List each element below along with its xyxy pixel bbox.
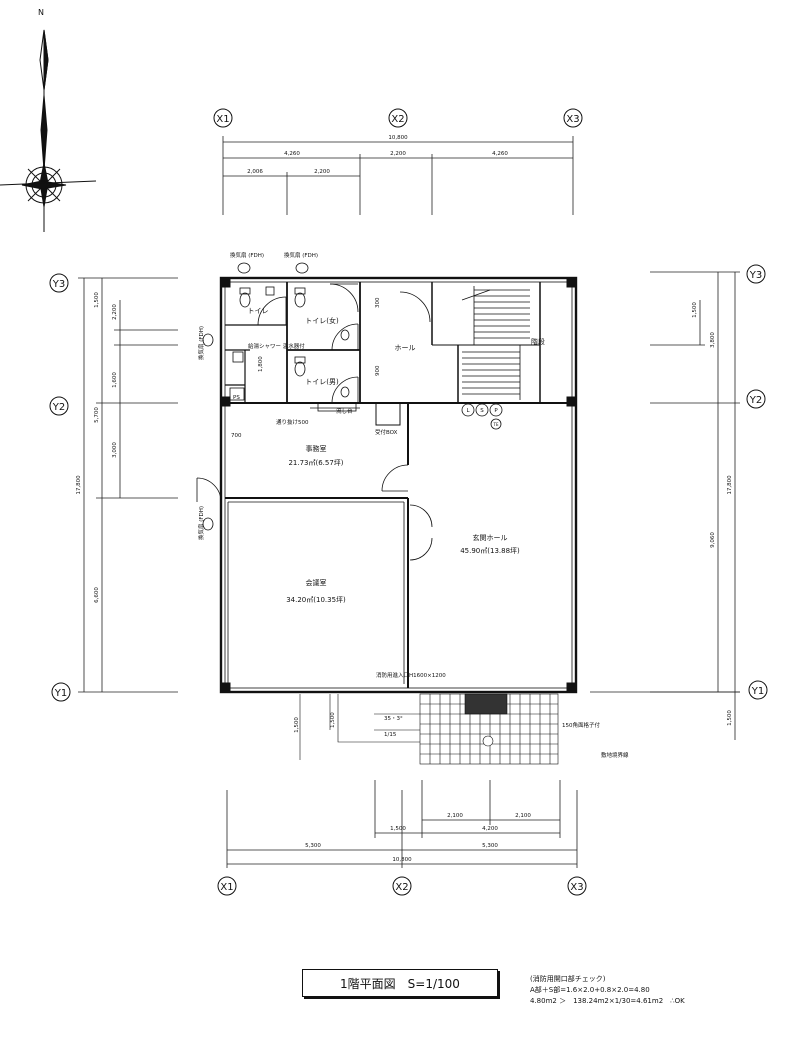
note-slope: 35・3° — [384, 716, 403, 722]
stairs-treads — [461, 286, 530, 400]
room-office: 事務室 — [306, 444, 327, 453]
dim-left-a: 1,500 — [94, 292, 100, 308]
note-1800: 1,800 — [258, 356, 264, 372]
check-line-3: 4.80m2 ＞ 138.24m2×1/30=4.61m2 ∴OK — [530, 997, 685, 1005]
dim-right-b: 3,800 — [710, 332, 716, 348]
note-sink: 流し台 — [336, 407, 353, 415]
building-walls — [219, 276, 578, 694]
room-entrance-hall: 玄関ホール — [473, 533, 508, 542]
note-slope-ratio: 1/15 — [384, 732, 397, 738]
check-line-1: (消防用開口部チェック) — [530, 975, 606, 983]
dim-right-e: 1,500 — [727, 710, 733, 726]
note-vent-3: 換気扇 (FDH) — [197, 326, 205, 360]
note-vent-2: 換気扇 (FDH) — [284, 251, 318, 259]
dim-left-total: 17,800 — [76, 475, 82, 495]
lsp-p: P — [494, 408, 498, 414]
dim-bottom-f: 5,300 — [482, 843, 498, 849]
grid-y2-left: Y2 — [52, 402, 65, 413]
dim-left-b: 2,200 — [112, 304, 118, 320]
grid-x1-top: X1 — [216, 114, 229, 125]
room-hall: ホール — [395, 344, 416, 352]
grid-y2-right: Y2 — [749, 395, 762, 406]
note-grating: 150角面格子付 — [562, 721, 600, 729]
dim-top-b: 2,200 — [390, 151, 406, 157]
dim-bottom-e: 5,300 — [305, 843, 321, 849]
grid-x1-bottom: X1 — [220, 882, 233, 893]
note-ps: PS — [233, 395, 240, 401]
fire-opening-check: (消防用開口部チェック) A部＋S部=1.6×2.0+0.8×2.0=4.80 … — [530, 974, 685, 1007]
dim-bottom-total: 10,800 — [392, 857, 412, 863]
dim-left-c: 1,600 — [112, 372, 118, 388]
dim-right-a: 1,500 — [692, 302, 698, 318]
note-300: 300 — [375, 297, 381, 308]
note-vent-1: 換気扇 (FDH) — [230, 251, 264, 259]
room-meeting-area: 34.20㎡(10.35坪) — [286, 596, 346, 604]
dim-bottom-b: 2,100 — [515, 813, 531, 819]
note-vent-4: 換気扇 (FDH) — [197, 506, 205, 540]
dim-top-c: 4,260 — [492, 151, 508, 157]
grid-x3-bottom: X3 — [570, 882, 583, 893]
grid-x3-top: X3 — [566, 114, 579, 125]
grid-y3-right: Y3 — [749, 270, 762, 281]
dim-left-g: 1,500 — [294, 717, 300, 733]
entrance-approach — [299, 693, 559, 765]
dimension-lines — [78, 136, 740, 868]
note-pass: 通り抜け500 — [276, 418, 309, 426]
dim-bottom-d: 4,200 — [482, 826, 498, 832]
check-line-2: A部＋S部=1.6×2.0+0.8×2.0=4.80 — [530, 986, 650, 994]
room-entrance-area: 45.90㎡(13.88坪) — [460, 547, 520, 555]
room-meeting: 会議室 — [306, 578, 327, 587]
dim-right-d: 9,060 — [710, 532, 716, 548]
room-toilet-men: トイレ(男) — [305, 378, 339, 386]
dim-top-e: 2,200 — [314, 169, 330, 175]
plan-title: 1階平面図 S=1/100 — [302, 969, 498, 997]
note-900: 900 — [375, 365, 381, 376]
lsp-symbols — [461, 403, 503, 430]
dim-left-e: 3,000 — [112, 442, 118, 458]
note-700: 700 — [231, 433, 242, 439]
note-counter: 受付BOX — [375, 428, 398, 436]
lsp-l: L — [466, 408, 470, 414]
dim-top-total: 10,800 — [388, 135, 408, 141]
note-site-boundary: 敷地境界線 — [601, 751, 629, 759]
lsp-s: S — [480, 408, 484, 414]
dim-top-a: 4,260 — [284, 151, 300, 157]
lsp-t: TE — [493, 422, 499, 427]
dim-left-f: 6,600 — [94, 587, 100, 603]
dim-top-d: 2,006 — [247, 169, 263, 175]
fixtures — [202, 262, 350, 531]
dim-bottom-c: 1,500 — [390, 826, 406, 832]
door-swings — [196, 283, 433, 561]
note-shower: 給湯シャワー 温水器付 — [248, 342, 305, 350]
north-label: N — [38, 8, 44, 17]
dim-left-d: 5,700 — [94, 407, 100, 423]
room-office-area: 21.73㎡(6.57坪) — [288, 459, 343, 467]
dim-bottom-a: 2,100 — [447, 813, 463, 819]
grid-y1-right: Y1 — [751, 686, 764, 697]
grid-y3-left: Y3 — [52, 279, 65, 290]
dim-right-c: 17,800 — [727, 475, 733, 495]
north-arrow-icon — [0, 29, 97, 232]
grid-x2-bottom: X2 — [395, 882, 408, 893]
note-exit: 消防用進入口H1600×1200 — [376, 671, 446, 679]
room-toilet-small: トイレ — [248, 307, 269, 315]
grid-x2-top: X2 — [391, 114, 404, 125]
room-toilet-women: トイレ(女) — [305, 316, 339, 325]
room-stairs: 階段 — [531, 337, 545, 346]
grid-y1-left: Y1 — [54, 688, 67, 699]
note-1500: 1,500 — [330, 712, 336, 728]
